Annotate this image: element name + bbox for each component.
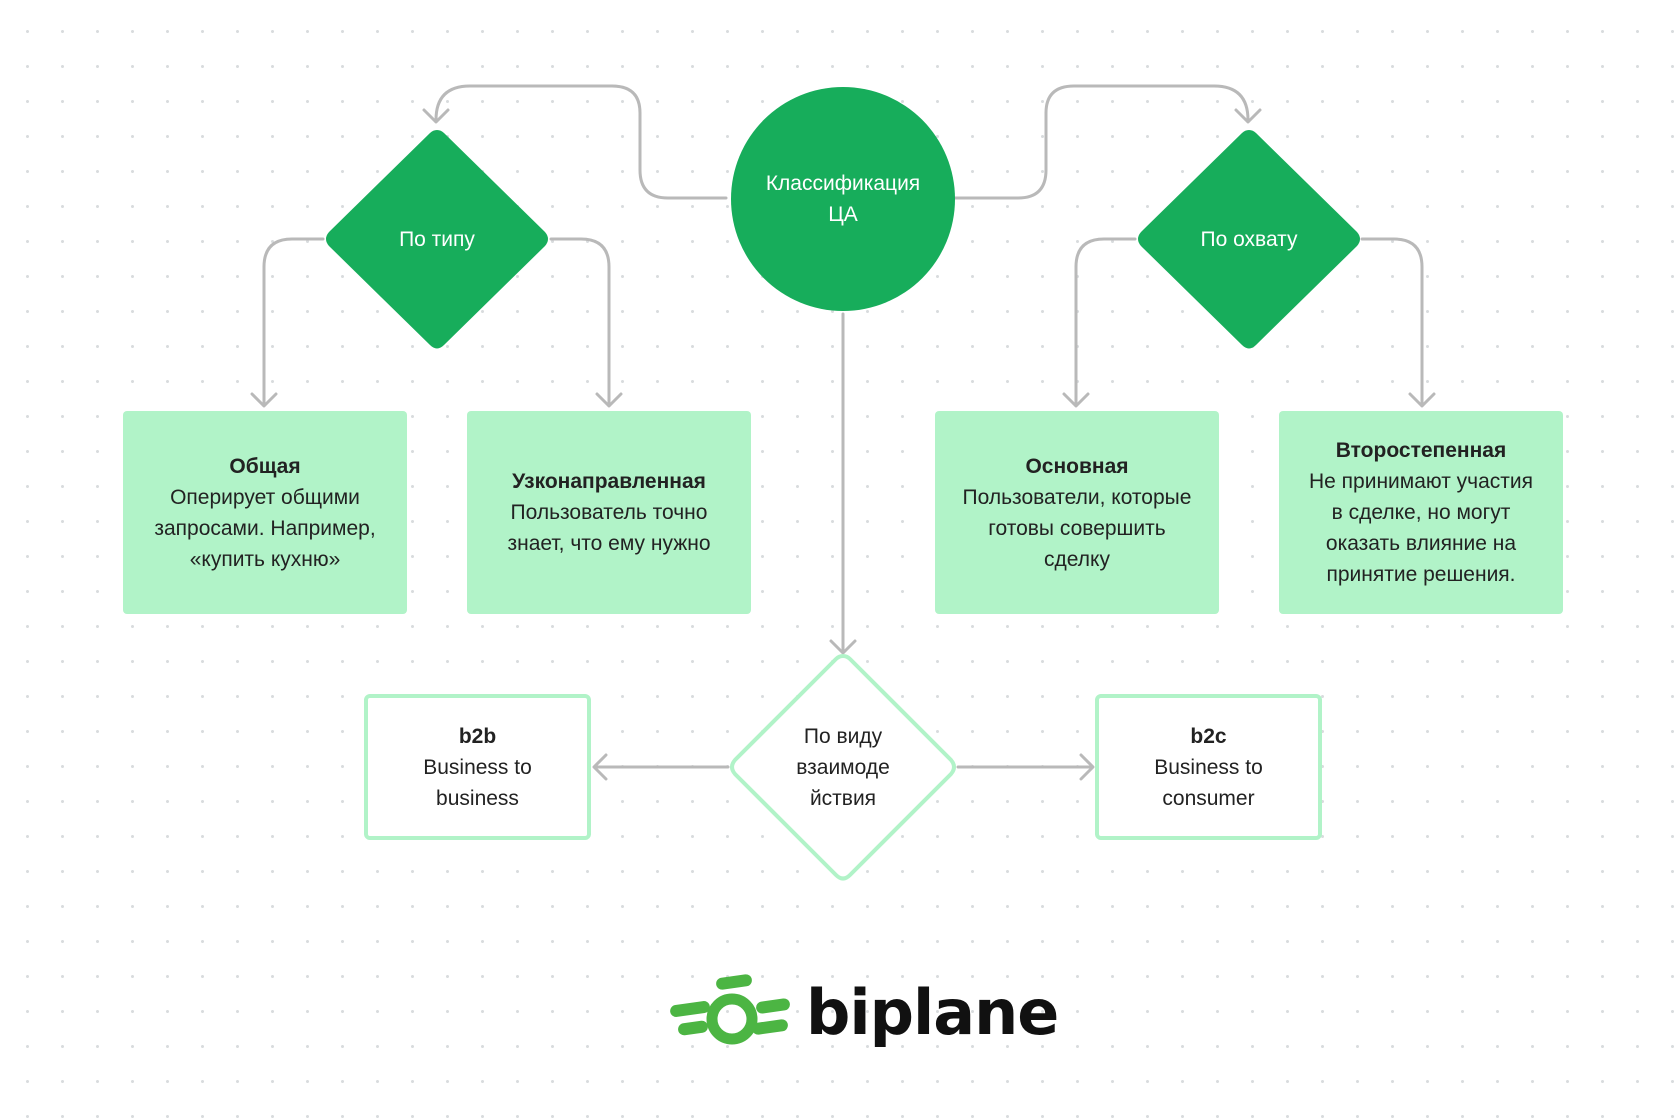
arrowhead-main (1062, 392, 1090, 408)
b2b-title: b2b (458, 724, 497, 748)
interaction-label-line: йствия (809, 786, 877, 810)
main-title: Основная (1025, 454, 1129, 478)
type-diamond[interactable]: По типу (323, 127, 551, 351)
root-label-line1: Классификация (765, 172, 921, 195)
narrow-title: Узконаправленная (512, 470, 706, 493)
main-audience-box[interactable]: Основная Пользователи, которые готовы со… (935, 411, 1219, 614)
interaction-label-line: По виду (803, 724, 883, 748)
b2b-box[interactable]: b2b Business to business (364, 694, 591, 840)
secondary-title: Второстепенная (1335, 439, 1507, 462)
general-audience-box[interactable]: Общая Оперирует общими запросами. Наприм… (123, 411, 407, 614)
interaction-label-line: взаимоде (796, 755, 890, 779)
secondary-line: оказать влияние на (1325, 532, 1517, 555)
b2c-line: Business to (1154, 755, 1263, 779)
arrowhead-narrow (595, 392, 623, 408)
b2c-box[interactable]: b2c Business to consumer (1095, 694, 1322, 840)
type-diamond-shape (326, 130, 548, 349)
arrowhead-reach (1234, 108, 1262, 124)
secondary-line: в сделке, но могут (1331, 501, 1511, 524)
narrow-audience-box[interactable]: Узконаправленная Пользователь точно знае… (467, 411, 751, 614)
connector-root-to-reach (952, 84, 1250, 200)
connector-reach-to-main (1074, 237, 1137, 406)
connector-type-to-narrow (549, 237, 611, 406)
main-line: готовы совершить (988, 516, 1166, 540)
root-label-line2: ЦА (828, 203, 858, 226)
biplane-logo[interactable]: biplane (668, 972, 1059, 1053)
b2b-line: Business to (423, 755, 532, 779)
connector-root-to-type (434, 84, 728, 200)
b2c-line: consumer (1162, 786, 1255, 810)
main-line: сделку (1044, 547, 1110, 571)
secondary-line: принятие решения. (1326, 563, 1516, 586)
arrowhead-b2b (592, 753, 608, 781)
reach-diamond-label: По охвату (1200, 227, 1298, 251)
arrowhead-general (250, 392, 278, 408)
secondary-line: Не принимают участия (1309, 470, 1533, 493)
arrowhead-type (422, 108, 450, 124)
main-line: Пользователи, которые (962, 485, 1192, 509)
interaction-diamond[interactable]: По виду взаимоде йствия (728, 652, 958, 882)
biplane-logo-text: biplane (806, 975, 1059, 1049)
arrowhead-interaction (829, 639, 857, 655)
arrowhead-secondary (1408, 392, 1436, 408)
general-title: Общая (229, 454, 301, 478)
connector-reach-to-secondary (1360, 237, 1424, 406)
reach-diamond-shape (1138, 130, 1360, 349)
narrow-line: Пользователь точно (510, 501, 708, 524)
interaction-diamond-shape (730, 653, 956, 881)
general-line: «купить кухню» (189, 547, 341, 571)
general-line: запросами. Например, (154, 516, 376, 540)
narrow-line: знает, что ему нужно (507, 532, 711, 555)
general-line: Оперирует общими (170, 485, 360, 509)
b2c-title: b2c (1190, 724, 1227, 748)
root-node-circle[interactable]: Классификация ЦА (731, 87, 955, 311)
secondary-audience-box[interactable]: Второстепенная Не принимают участия в сд… (1279, 411, 1563, 614)
connector-type-to-general (262, 237, 325, 406)
reach-diamond[interactable]: По охвату (1135, 127, 1363, 351)
type-diamond-label: По типу (399, 227, 475, 251)
b2b-line: business (436, 786, 519, 810)
arrowhead-b2c (1079, 753, 1095, 781)
biplane-logo-icon (668, 972, 792, 1053)
